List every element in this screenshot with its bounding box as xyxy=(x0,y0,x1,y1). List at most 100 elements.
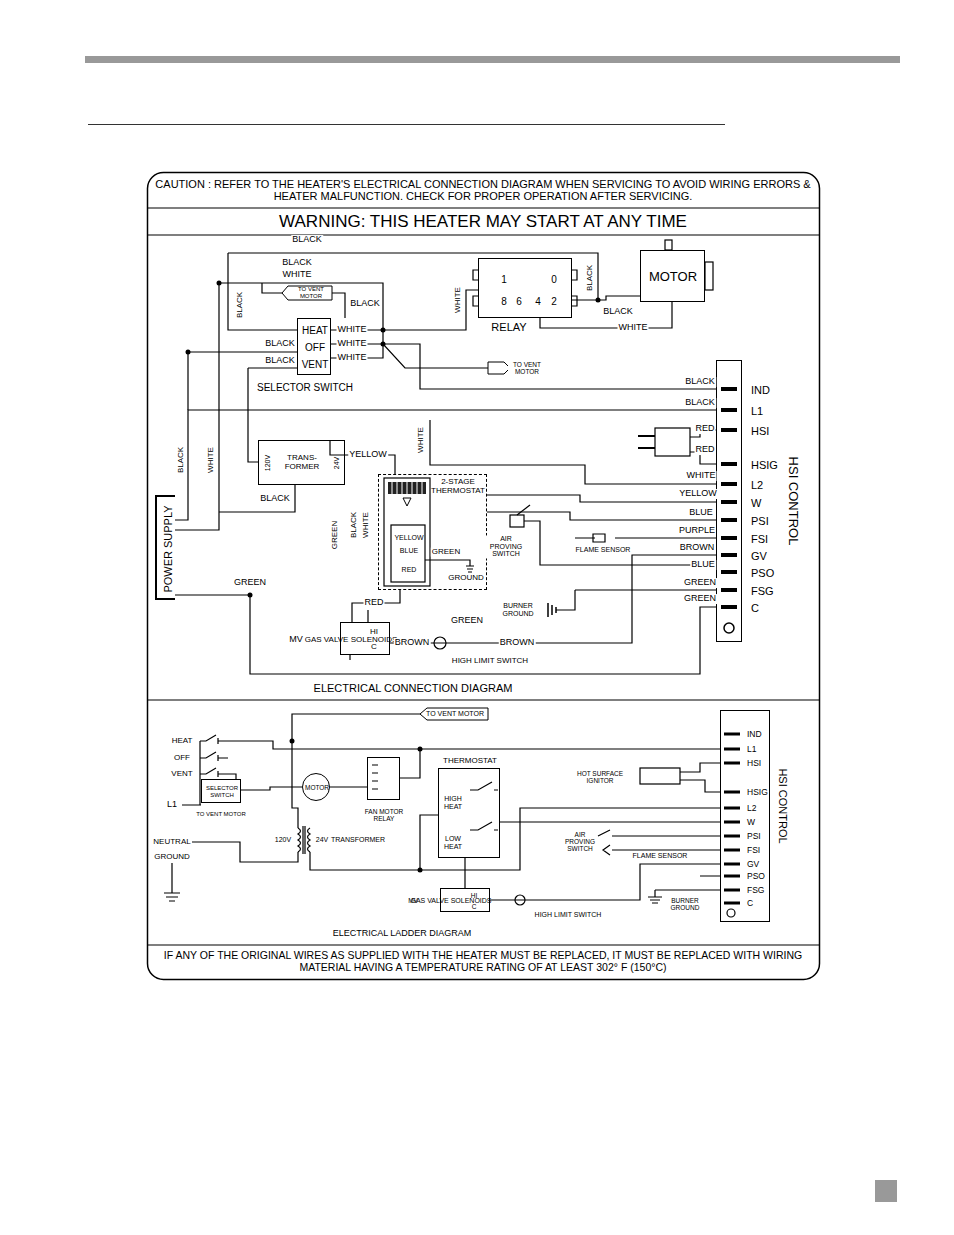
wire xyxy=(241,787,302,790)
connector-hole xyxy=(727,909,735,917)
wire-label: BLACK xyxy=(350,511,359,539)
selector-switch: SELECTOR SWITCH xyxy=(201,779,241,803)
wire-label: BURNER GROUND xyxy=(497,602,539,617)
wire-label: BROWN xyxy=(679,543,716,553)
footer-note: IF ANY OF THE ORIGINAL WIRES AS SUPPLIED… xyxy=(147,945,820,980)
wire-label: VENT xyxy=(170,770,193,779)
hsi-control-text: W xyxy=(747,818,755,827)
motor-terminal xyxy=(665,240,672,250)
hsi-control-text: C xyxy=(747,899,753,908)
wire-label: BLACK xyxy=(349,299,381,309)
header-rule xyxy=(88,124,725,125)
motor-symbol: MOTOR xyxy=(302,773,330,801)
hsi-control-text: HSI xyxy=(751,425,769,437)
vent-plug xyxy=(282,286,332,300)
hsi-control: INDL1HSIHSIGL2WPSIFSIGVPSOFSGCHSI CONTRO… xyxy=(716,360,742,642)
ground-symbol xyxy=(466,566,474,572)
hsi-control-text: HSIG xyxy=(747,788,768,797)
wire xyxy=(330,440,395,474)
hsi-control: INDL1HSIHSIGL2WPSIFSIGVPSOFSGCHSI CONTRO… xyxy=(720,710,770,922)
page-marker xyxy=(875,1180,897,1202)
wire-label: WHITE xyxy=(337,353,368,363)
wire-label: GREEN xyxy=(683,578,717,588)
junction-dot xyxy=(186,350,191,355)
hsi-control-text: FSG xyxy=(747,886,764,895)
wire-color-label: GREEN xyxy=(233,578,267,588)
header-bar xyxy=(85,56,900,63)
thermostat-text: 2-STAGE THERMOSTAT xyxy=(431,478,485,496)
power-supply: POWER SUPPLY xyxy=(155,495,175,600)
thermostat-text: RED xyxy=(402,566,417,574)
relay-contacts xyxy=(372,765,378,789)
caution-banner-text: CAUTION : REFER TO THE HEATER'S ELECTRIC… xyxy=(153,178,813,202)
hsi-control-text: GV xyxy=(747,860,759,869)
hsi-control-text: PSI xyxy=(747,832,761,841)
wire xyxy=(175,410,716,520)
wire-label: NEUTRAL xyxy=(152,838,191,847)
hsi-control-text: HSI CONTROL xyxy=(786,457,800,546)
gas-valve-text: HI xyxy=(471,892,478,899)
wire-label: OFF xyxy=(173,754,191,763)
flame-sensor xyxy=(575,534,605,542)
motor-cap xyxy=(705,262,713,290)
hsi-control-text: L1 xyxy=(751,405,763,417)
wire-label: WHITE xyxy=(686,471,717,481)
gas-valve: GAS VALVE SOLENOIDSHICMV xyxy=(440,888,490,912)
selector-switch-text: SELECTOR SWITCH xyxy=(257,382,353,393)
hsi-control-text: L2 xyxy=(747,804,756,813)
relay-text: 1 xyxy=(501,274,507,285)
relay-tabs xyxy=(473,270,577,306)
wire-runs xyxy=(175,253,716,610)
wire-label: RED xyxy=(694,424,715,434)
wire-label: HIGH LIMIT SWITCH xyxy=(534,911,603,919)
gas-valve-text: HI xyxy=(370,628,378,637)
frame-dividers xyxy=(147,208,820,945)
wire-label: AIR PROVING SWITCH xyxy=(483,535,530,558)
burner-ground xyxy=(548,603,556,617)
fan-motor-relay: FAN MOTOR RELAY xyxy=(367,757,400,800)
thermostat: THERMOSTATHIGH HEATLOW HEAT xyxy=(438,768,500,858)
wire-label: WHITE xyxy=(417,426,426,454)
wire xyxy=(540,302,672,328)
connector-hole xyxy=(724,623,734,633)
ignitor-plug xyxy=(640,768,680,784)
wire xyxy=(487,512,716,520)
motor: MOTOR xyxy=(640,250,705,302)
power-supply-text: POWER SUPPLY xyxy=(162,505,174,592)
relay-text: 6 xyxy=(516,296,522,307)
transformer: TRANS- FORMER120V24V xyxy=(258,440,345,485)
vent-plug xyxy=(488,362,510,374)
wire-color-label: BLACK xyxy=(602,307,634,317)
relay-text: 8 xyxy=(501,296,507,307)
transformer-text: 120V xyxy=(264,455,272,471)
hsi-control-text: HSI xyxy=(747,759,761,768)
dial-ticks xyxy=(392,482,422,494)
wire-label: L1 xyxy=(166,800,178,810)
selector-switch-text: OFF xyxy=(305,342,325,353)
warning-banner-text: WARNING: THIS HEATER MAY START AT ANY TI… xyxy=(279,213,687,232)
thermostat-text: BLUE xyxy=(400,547,418,555)
thermostat: 2-STAGE THERMOSTAT YELLOW BLUE RED xyxy=(378,474,487,590)
junction-dot xyxy=(418,868,423,873)
wire-label: WHITE xyxy=(282,270,313,280)
wire-color-label: WHITE xyxy=(337,325,368,335)
ladder-wires xyxy=(164,714,720,903)
gas-valve-text: GAS VALVE SOLENOIDS xyxy=(305,636,398,645)
wire-color-label: YELLOW xyxy=(348,450,388,460)
hsi-control-text: L2 xyxy=(751,479,763,491)
wire-label: BLACK xyxy=(236,291,245,319)
wire-label: GROUND xyxy=(153,853,191,862)
wire-label: BLUE xyxy=(690,560,716,570)
gas-valve-text: MV xyxy=(393,897,433,904)
wire-label: TRANSFORMER xyxy=(330,836,386,844)
wire-color-label: RED xyxy=(363,598,384,608)
wire-color-label: BLUE xyxy=(688,508,714,518)
hsi-control-text: PSI xyxy=(751,515,769,527)
selector-switch-text: VENT xyxy=(302,359,329,370)
wire-label: ELECTRICAL LADDER DIAGRAM xyxy=(332,929,473,939)
relay-text: 0 xyxy=(551,274,557,285)
wire-color-label: YELLOW xyxy=(678,489,718,499)
thermostat-text: YELLOW xyxy=(394,534,423,542)
junction-dot xyxy=(217,281,222,286)
wire-label: WHITE xyxy=(362,511,371,539)
